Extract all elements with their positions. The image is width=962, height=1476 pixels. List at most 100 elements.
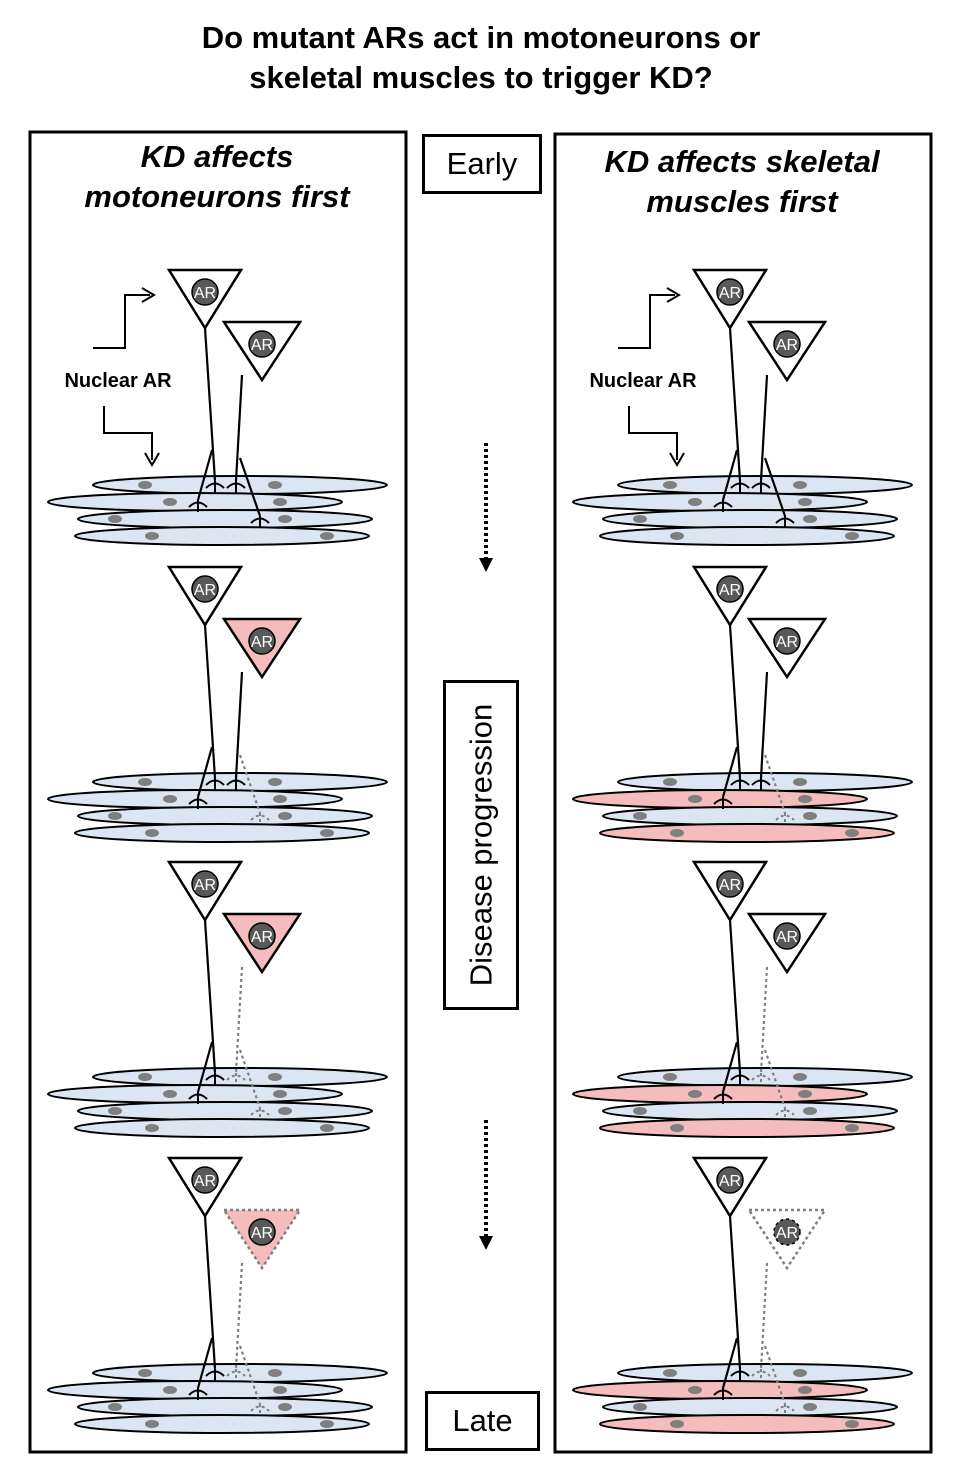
axon — [196, 1041, 214, 1093]
muscle-nucleus — [145, 829, 159, 837]
nerve-terminal — [226, 1369, 246, 1381]
axon — [196, 746, 214, 798]
muscle-nucleus — [108, 1403, 122, 1411]
axon — [759, 966, 769, 1074]
muscle-nucleus — [273, 1090, 287, 1098]
nerve-terminal — [730, 1073, 750, 1085]
axon — [203, 1215, 217, 1370]
arrowhead — [666, 287, 681, 303]
muscle-nucleus — [273, 1386, 287, 1394]
muscle-nucleus — [803, 515, 817, 523]
nuclear-ar-label: Nuclear AR — [589, 370, 697, 392]
nerve-terminal — [250, 1108, 270, 1120]
nerve-terminal — [775, 516, 795, 528]
muscle-fiber — [602, 806, 898, 826]
ar-label: AR — [719, 582, 741, 599]
muscle-nucleus — [688, 1090, 702, 1098]
dotted-arrow-head — [479, 558, 493, 572]
muscle-nucleus — [793, 481, 807, 489]
left-heading-line-2: motoneurons first — [84, 179, 350, 214]
axon — [234, 671, 244, 779]
axon — [234, 374, 244, 482]
axon — [721, 1337, 739, 1389]
axon — [763, 754, 787, 814]
late-label-box: Late — [425, 1391, 540, 1451]
nerve-terminal — [730, 1369, 750, 1381]
nerve-terminal — [730, 778, 750, 790]
early-label: Early — [446, 146, 518, 181]
muscle-nucleus — [688, 795, 702, 803]
axon — [728, 1215, 742, 1370]
muscle-nucleus — [138, 1369, 152, 1377]
muscle-nucleus — [268, 1073, 282, 1081]
muscle-nucleus — [138, 778, 152, 786]
muscle-fiber — [74, 526, 370, 546]
title-line-1: Do mutant ARs act in motoneurons or — [201, 20, 761, 55]
muscle-nucleus — [278, 515, 292, 523]
muscle-nucleus — [273, 498, 287, 506]
ar-nucleus — [716, 870, 744, 898]
muscle-fiber — [599, 526, 895, 546]
ar-nucleus — [773, 627, 801, 655]
nerve-terminal — [250, 813, 270, 825]
axon — [238, 1345, 262, 1405]
ar-label: AR — [251, 929, 273, 946]
muscle-fiber — [77, 806, 373, 826]
nerve-terminal — [751, 778, 771, 790]
arrowhead — [144, 452, 160, 467]
right-heading-line-2: muscles first — [646, 184, 838, 219]
muscle-nucleus — [633, 812, 647, 820]
nerve-terminal — [188, 1388, 208, 1400]
muscle-nucleus — [320, 1124, 334, 1132]
muscle-nucleus — [278, 1403, 292, 1411]
disease-progression-box: Disease progression — [443, 680, 519, 1010]
right-panel-heading: KD affects skeletal muscles first — [557, 142, 927, 222]
nuclear-ar-label: Nuclear AR — [64, 370, 172, 392]
nerve-terminal — [730, 481, 750, 493]
ar-label: AR — [776, 337, 798, 354]
muscle-nucleus — [278, 1107, 292, 1115]
muscle-fiber — [74, 1414, 370, 1434]
left-panel-heading: KD affects motoneurons first — [32, 137, 402, 217]
muscle-nucleus — [108, 812, 122, 820]
ar-label: AR — [776, 1225, 798, 1242]
nerve-terminal — [713, 1092, 733, 1104]
muscle-nucleus — [273, 795, 287, 803]
axon — [759, 671, 769, 779]
muscle-nucleus — [798, 1386, 812, 1394]
nerve-terminal — [188, 797, 208, 809]
muscle-nucleus — [845, 1420, 859, 1428]
axon — [728, 624, 742, 779]
nerve-terminal — [713, 500, 733, 512]
ar-nucleus — [716, 1166, 744, 1194]
right-heading-line-1: KD affects skeletal — [604, 144, 880, 179]
muscle-fiber — [602, 1101, 898, 1121]
muscle-nucleus — [793, 1073, 807, 1081]
ar-label: AR — [251, 337, 273, 354]
muscle-nucleus — [803, 812, 817, 820]
nerve-terminal — [226, 481, 246, 493]
muscle-fiber — [77, 1397, 373, 1417]
ar-nucleus — [248, 330, 276, 358]
ar-nucleus — [191, 1166, 219, 1194]
muscle-nucleus — [688, 498, 702, 506]
muscle-nucleus — [138, 481, 152, 489]
nerve-terminal — [751, 1369, 771, 1381]
muscle-nucleus — [138, 1073, 152, 1081]
ar-nucleus — [716, 575, 744, 603]
muscle-fiber — [602, 509, 898, 529]
ar-label: AR — [194, 582, 216, 599]
axon — [203, 327, 217, 482]
ar-nucleus — [191, 575, 219, 603]
left-panel-frame — [28, 130, 408, 1454]
ar-label: AR — [194, 877, 216, 894]
axon — [728, 327, 742, 482]
nerve-terminal — [751, 1073, 771, 1085]
muscle-nucleus — [803, 1107, 817, 1115]
nerve-terminal — [775, 813, 795, 825]
